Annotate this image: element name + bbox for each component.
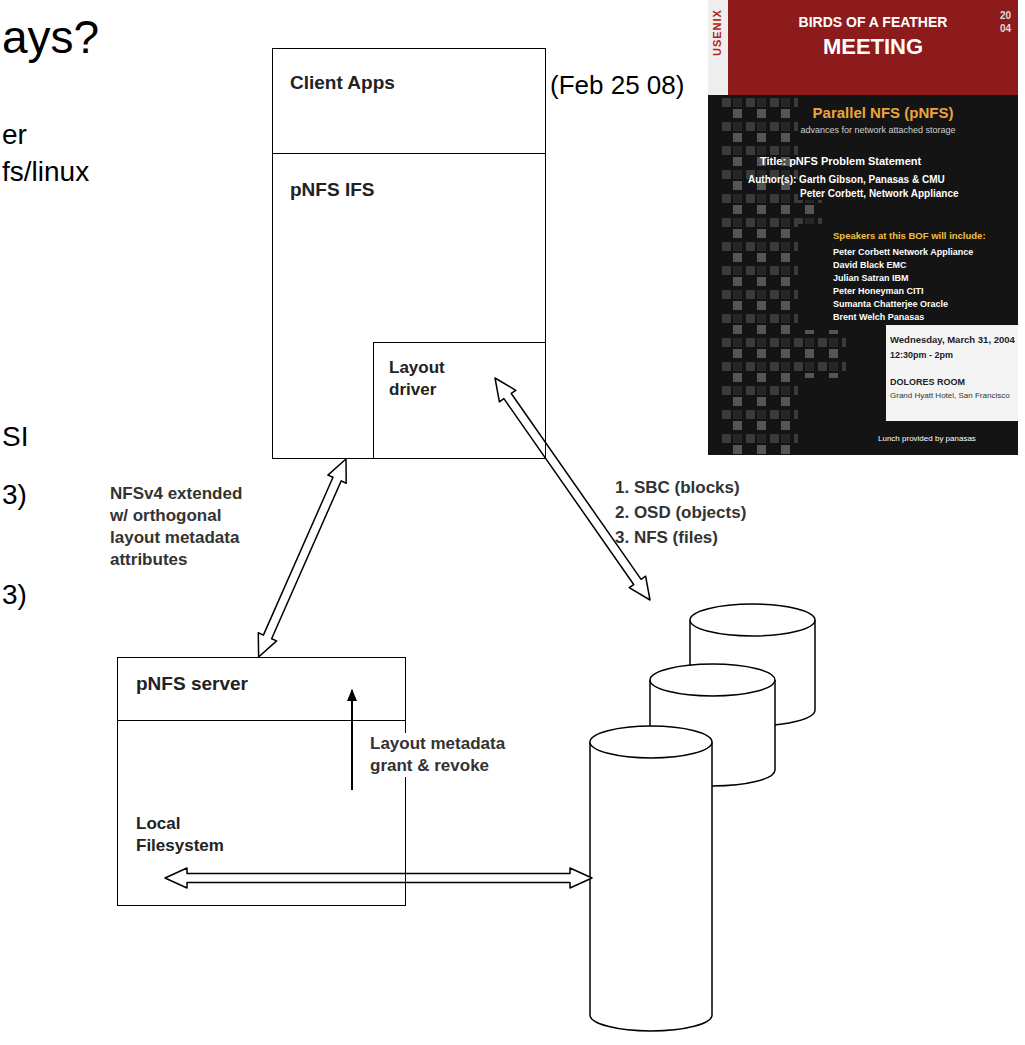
box-label: pNFS IFS: [290, 178, 374, 201]
storage-type: 3. NFS (files): [615, 528, 718, 548]
poster-text: BIRDS OF A FEATHER: [728, 14, 1018, 31]
hollow-double-arrow: [258, 459, 346, 657]
storage-type: 2. OSD (objects): [615, 503, 746, 523]
box-label: Local Filesystem: [136, 813, 236, 857]
poster-text: advances for network attached storage: [738, 125, 1018, 136]
bullet-fragment: er: [2, 118, 27, 152]
poster-text: Title: pNFS Problem Statement: [760, 155, 921, 168]
bullet-fragment: fs/linux: [2, 155, 89, 189]
driver-box: Layout driver: [373, 342, 546, 459]
poster-text: 04: [1000, 23, 1011, 35]
bullet-fragment: SI: [2, 420, 28, 454]
poster-text: Peter Honeyman CITI: [833, 286, 924, 297]
grant-arrow: [351, 690, 353, 790]
bullet-fragment: 3): [2, 478, 27, 512]
bullet-fragment: 3): [2, 578, 27, 612]
poster-text: Speakers at this BOF will include:: [833, 230, 986, 241]
storage-type: 1. SBC (blocks): [615, 478, 740, 498]
hollow-double-arrow: [165, 868, 592, 888]
poster-text: USENIX: [711, 9, 724, 56]
poster-text: 12:30pm - 2pm: [890, 350, 953, 361]
disk-stack: [590, 604, 815, 1031]
poster-text: Grand Hyatt Hotel, San Francisco: [890, 391, 1010, 401]
poster-text: DOLORES ROOM: [890, 377, 965, 388]
ifs-box: pNFS IFS Layout driver: [272, 153, 546, 459]
poster-text: Wednesday, March 31, 2004: [890, 334, 1015, 345]
grant-note: Layout metadata grant & revoke: [368, 733, 522, 777]
box-label: pNFS server: [136, 672, 248, 695]
date-note: (Feb 25 08): [550, 70, 684, 101]
poster-text: Julian Satran IBM: [833, 273, 909, 284]
server-box: pNFS server: [117, 657, 406, 721]
poster-text: Sumanta Chatterjee Oracle: [833, 299, 948, 310]
poster-text: Parallel NFS (pNFS): [748, 104, 1018, 122]
poster-text: 20: [1000, 10, 1011, 22]
client-box: Client Apps: [272, 48, 546, 154]
protocol-note: NFSv4 extended w/ orthogonal layout meta…: [110, 483, 260, 571]
bof-poster: USENIX BIRDS OF A FEATHER MEETING 2004Paral…: [708, 0, 1018, 455]
box-label: Client Apps: [290, 71, 395, 94]
poster-text: David Black EMC: [833, 260, 907, 271]
poster-text: Peter Corbett, Network Appliance: [800, 188, 959, 200]
poster-text: Lunch provided by panasas: [878, 434, 976, 444]
slide-title-fragment: ays?: [2, 10, 99, 65]
filesystem-box: Local Filesystem: [117, 720, 406, 906]
poster-text: Peter Corbett Network Appliance: [833, 247, 973, 258]
poster-text: MEETING: [728, 34, 1018, 60]
poster-text: Author(s): Garth Gibson, Panasas & CMU: [748, 174, 945, 186]
poster-text: Brent Welch Panasas: [833, 312, 924, 323]
box-label: Layout driver: [389, 357, 479, 401]
poster-art: [708, 0, 1018, 455]
